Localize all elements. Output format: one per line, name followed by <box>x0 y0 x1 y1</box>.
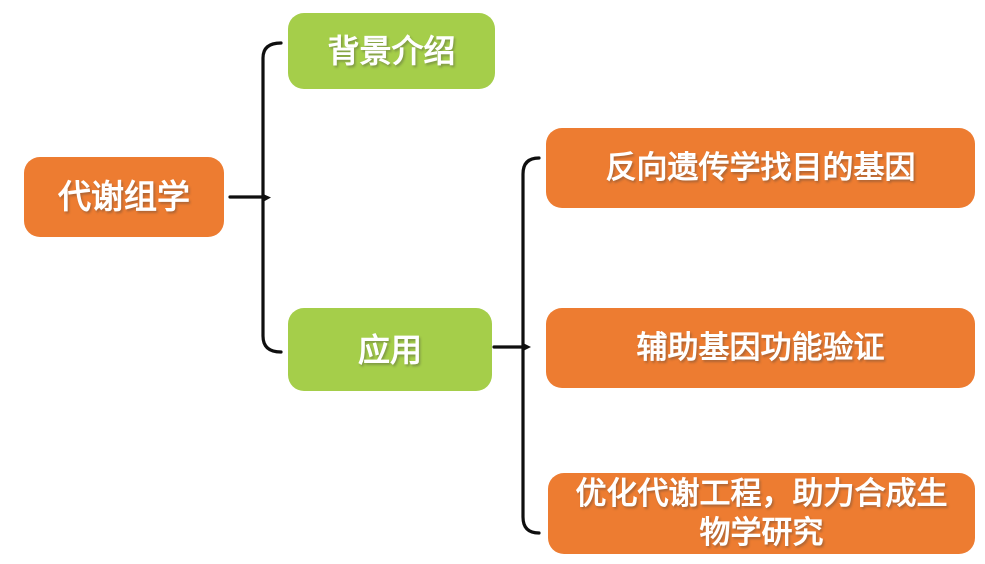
leaf-metabolic-engineering-label: 优化代谢工程，助力合成生 物学研究 <box>575 475 948 550</box>
root-node-metabolomics[interactable]: 代谢组学 <box>24 157 224 237</box>
leaf-node-gene-function-validation[interactable]: 辅助基因功能验证 <box>546 308 975 388</box>
leaf-node-reverse-genetics[interactable]: 反向遗传学找目的基因 <box>546 128 975 208</box>
brace-level1 <box>261 41 283 354</box>
branch-application-label: 应用 <box>357 331 422 368</box>
leaf-gene-function-validation-label: 辅助基因功能验证 <box>636 329 885 365</box>
leaf-reverse-genetics-label: 反向遗传学找目的基因 <box>605 149 916 185</box>
branch-node-application[interactable]: 应用 <box>288 308 492 391</box>
root-connector-tip <box>262 193 271 203</box>
branch-node-background[interactable]: 背景介绍 <box>288 13 495 89</box>
brace-level2 <box>521 156 541 535</box>
branch-background-label: 背景介绍 <box>327 33 456 69</box>
application-connector-tip <box>522 342 531 352</box>
root-node-label: 代谢组学 <box>58 178 190 216</box>
leaf-node-metabolic-engineering[interactable]: 优化代谢工程，助力合成生 物学研究 <box>548 473 975 554</box>
